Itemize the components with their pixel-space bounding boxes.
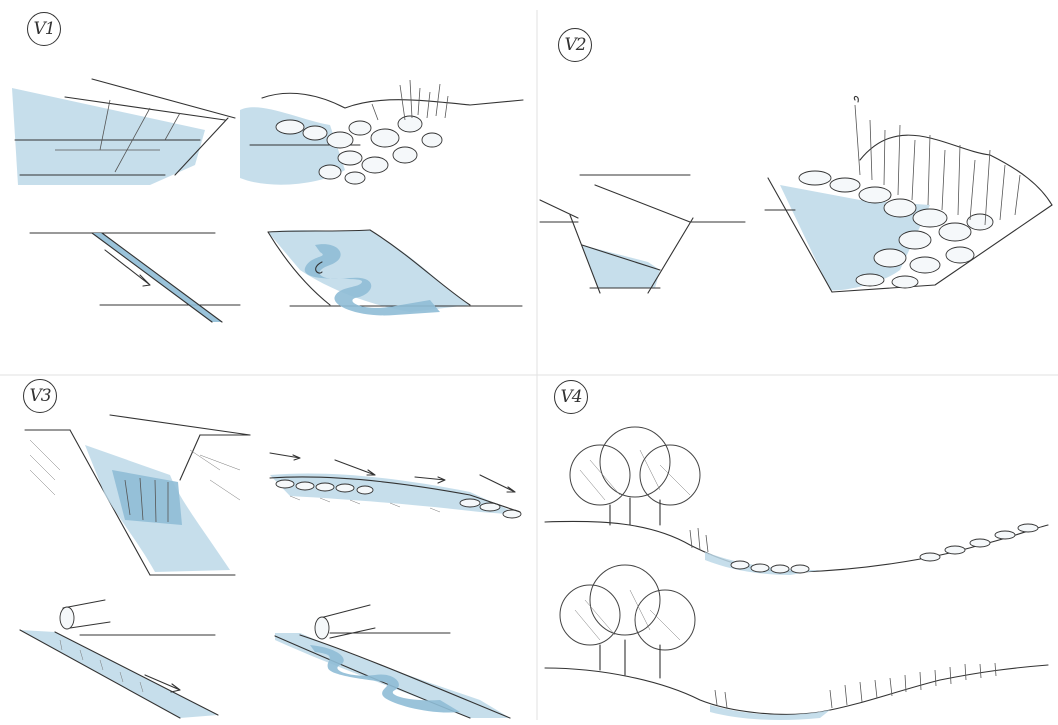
v3-pipe-outlet-sketch [19,599,219,719]
v3-stone-stream-sketch [269,452,522,519]
v4-vegetated-swale-sketch [544,564,1049,720]
v2-stone-bank-sketch [764,95,1053,293]
v1-gutter-sketch [29,232,241,323]
panel-label-v1: V1 [27,12,61,46]
panel-label-v4: V4 [554,380,588,414]
v3-cascade-sketch [24,414,251,576]
v1-meander-sketch [267,229,523,316]
panel-label-v3: V3 [23,379,57,413]
v1-stone-bank-sketch [240,79,524,185]
v2-trapezoid-channel-sketch [539,174,746,294]
v1-paved-channel-sketch [12,78,236,185]
panel-label-v2: V2 [558,28,592,62]
v3-pipe-meander-sketch [274,604,511,719]
v4-bioswale-trees-sketch [544,426,1049,575]
